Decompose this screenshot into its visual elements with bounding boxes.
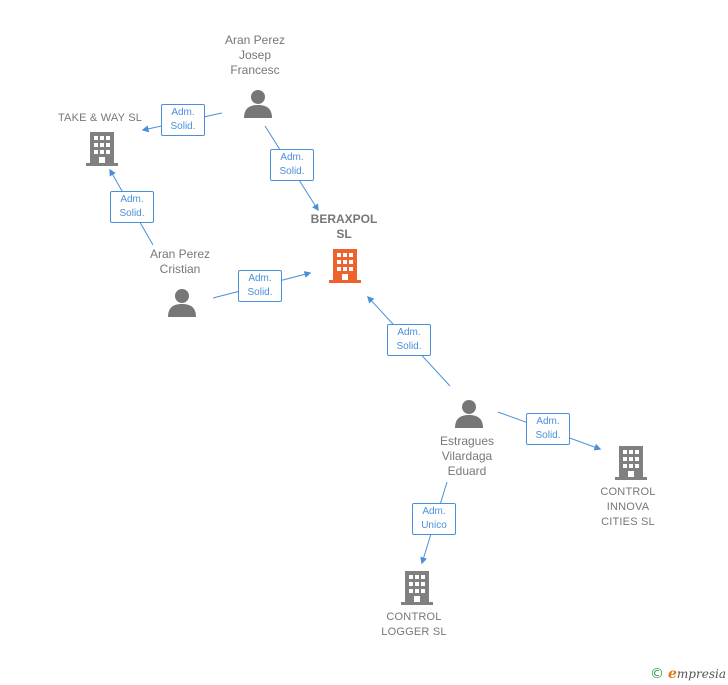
brand-logo-initial: e xyxy=(668,666,677,682)
edge-role-line2: Solid. xyxy=(396,341,422,352)
edge-label-estragues-logger[interactable]: Adm. Unico xyxy=(412,503,456,535)
edge-label-josep-takeway[interactable]: Adm. Solid. xyxy=(161,104,205,136)
building-icon[interactable] xyxy=(401,571,433,605)
edge-role-line1: Adm. xyxy=(422,506,446,517)
person-icon[interactable] xyxy=(454,398,484,428)
copyright-icon: © xyxy=(650,666,664,682)
person-icon[interactable] xyxy=(167,287,197,317)
company-label-takeway[interactable]: TAKE & WAY SL xyxy=(57,112,143,124)
edge-role-line2: Unico xyxy=(421,520,447,531)
edge-label-estragues-innova[interactable]: Adm. Solid. xyxy=(526,413,570,445)
brand-logo[interactable]: empresia xyxy=(668,666,726,682)
edge-role-line2: Solid. xyxy=(170,121,196,132)
person-label-estragues[interactable]: Estragues Vilardaga Eduard xyxy=(439,434,495,478)
edge-label-cristian-takeway[interactable]: Adm. Solid. xyxy=(110,191,154,223)
edge-role-line2: Solid. xyxy=(279,166,305,177)
edge-role-line1: Adm. xyxy=(280,152,304,163)
edge-label-josep-beraxpol[interactable]: Adm. Solid. xyxy=(270,149,314,181)
company-label-control-innova[interactable]: CONTROL INNOVA CITIES SL xyxy=(600,486,656,528)
edge-role-line1: Adm. xyxy=(171,107,195,118)
person-label-aran-josep[interactable]: Aran Perez Josep Francesc xyxy=(224,33,286,77)
building-icon[interactable] xyxy=(615,446,647,480)
edge-label-estragues-beraxpol[interactable]: Adm. Solid. xyxy=(387,324,431,356)
person-label-aran-cristian[interactable]: Aran Perez Cristian xyxy=(149,247,211,276)
edge-role-line1: Adm. xyxy=(120,194,144,205)
footer-brand: © empresia xyxy=(650,665,726,683)
person-icon[interactable] xyxy=(243,88,273,118)
company-label-control-logger[interactable]: CONTROL LOGGER SL xyxy=(381,611,447,638)
edge-label-cristian-beraxpol[interactable]: Adm. Solid. xyxy=(238,270,282,302)
building-icon[interactable] xyxy=(86,132,118,166)
edge-role-line1: Adm. xyxy=(248,273,272,284)
brand-logo-text: mpresia xyxy=(676,667,726,681)
company-label-beraxpol[interactable]: BERAXPOL SL xyxy=(310,212,378,241)
edge-role-line2: Solid. xyxy=(247,287,273,298)
edge-role-line1: Adm. xyxy=(397,327,421,338)
edge-role-line2: Solid. xyxy=(119,208,145,219)
edge-role-line1: Adm. xyxy=(536,416,560,427)
building-icon[interactable] xyxy=(329,249,361,283)
edge-role-line2: Solid. xyxy=(535,430,561,441)
